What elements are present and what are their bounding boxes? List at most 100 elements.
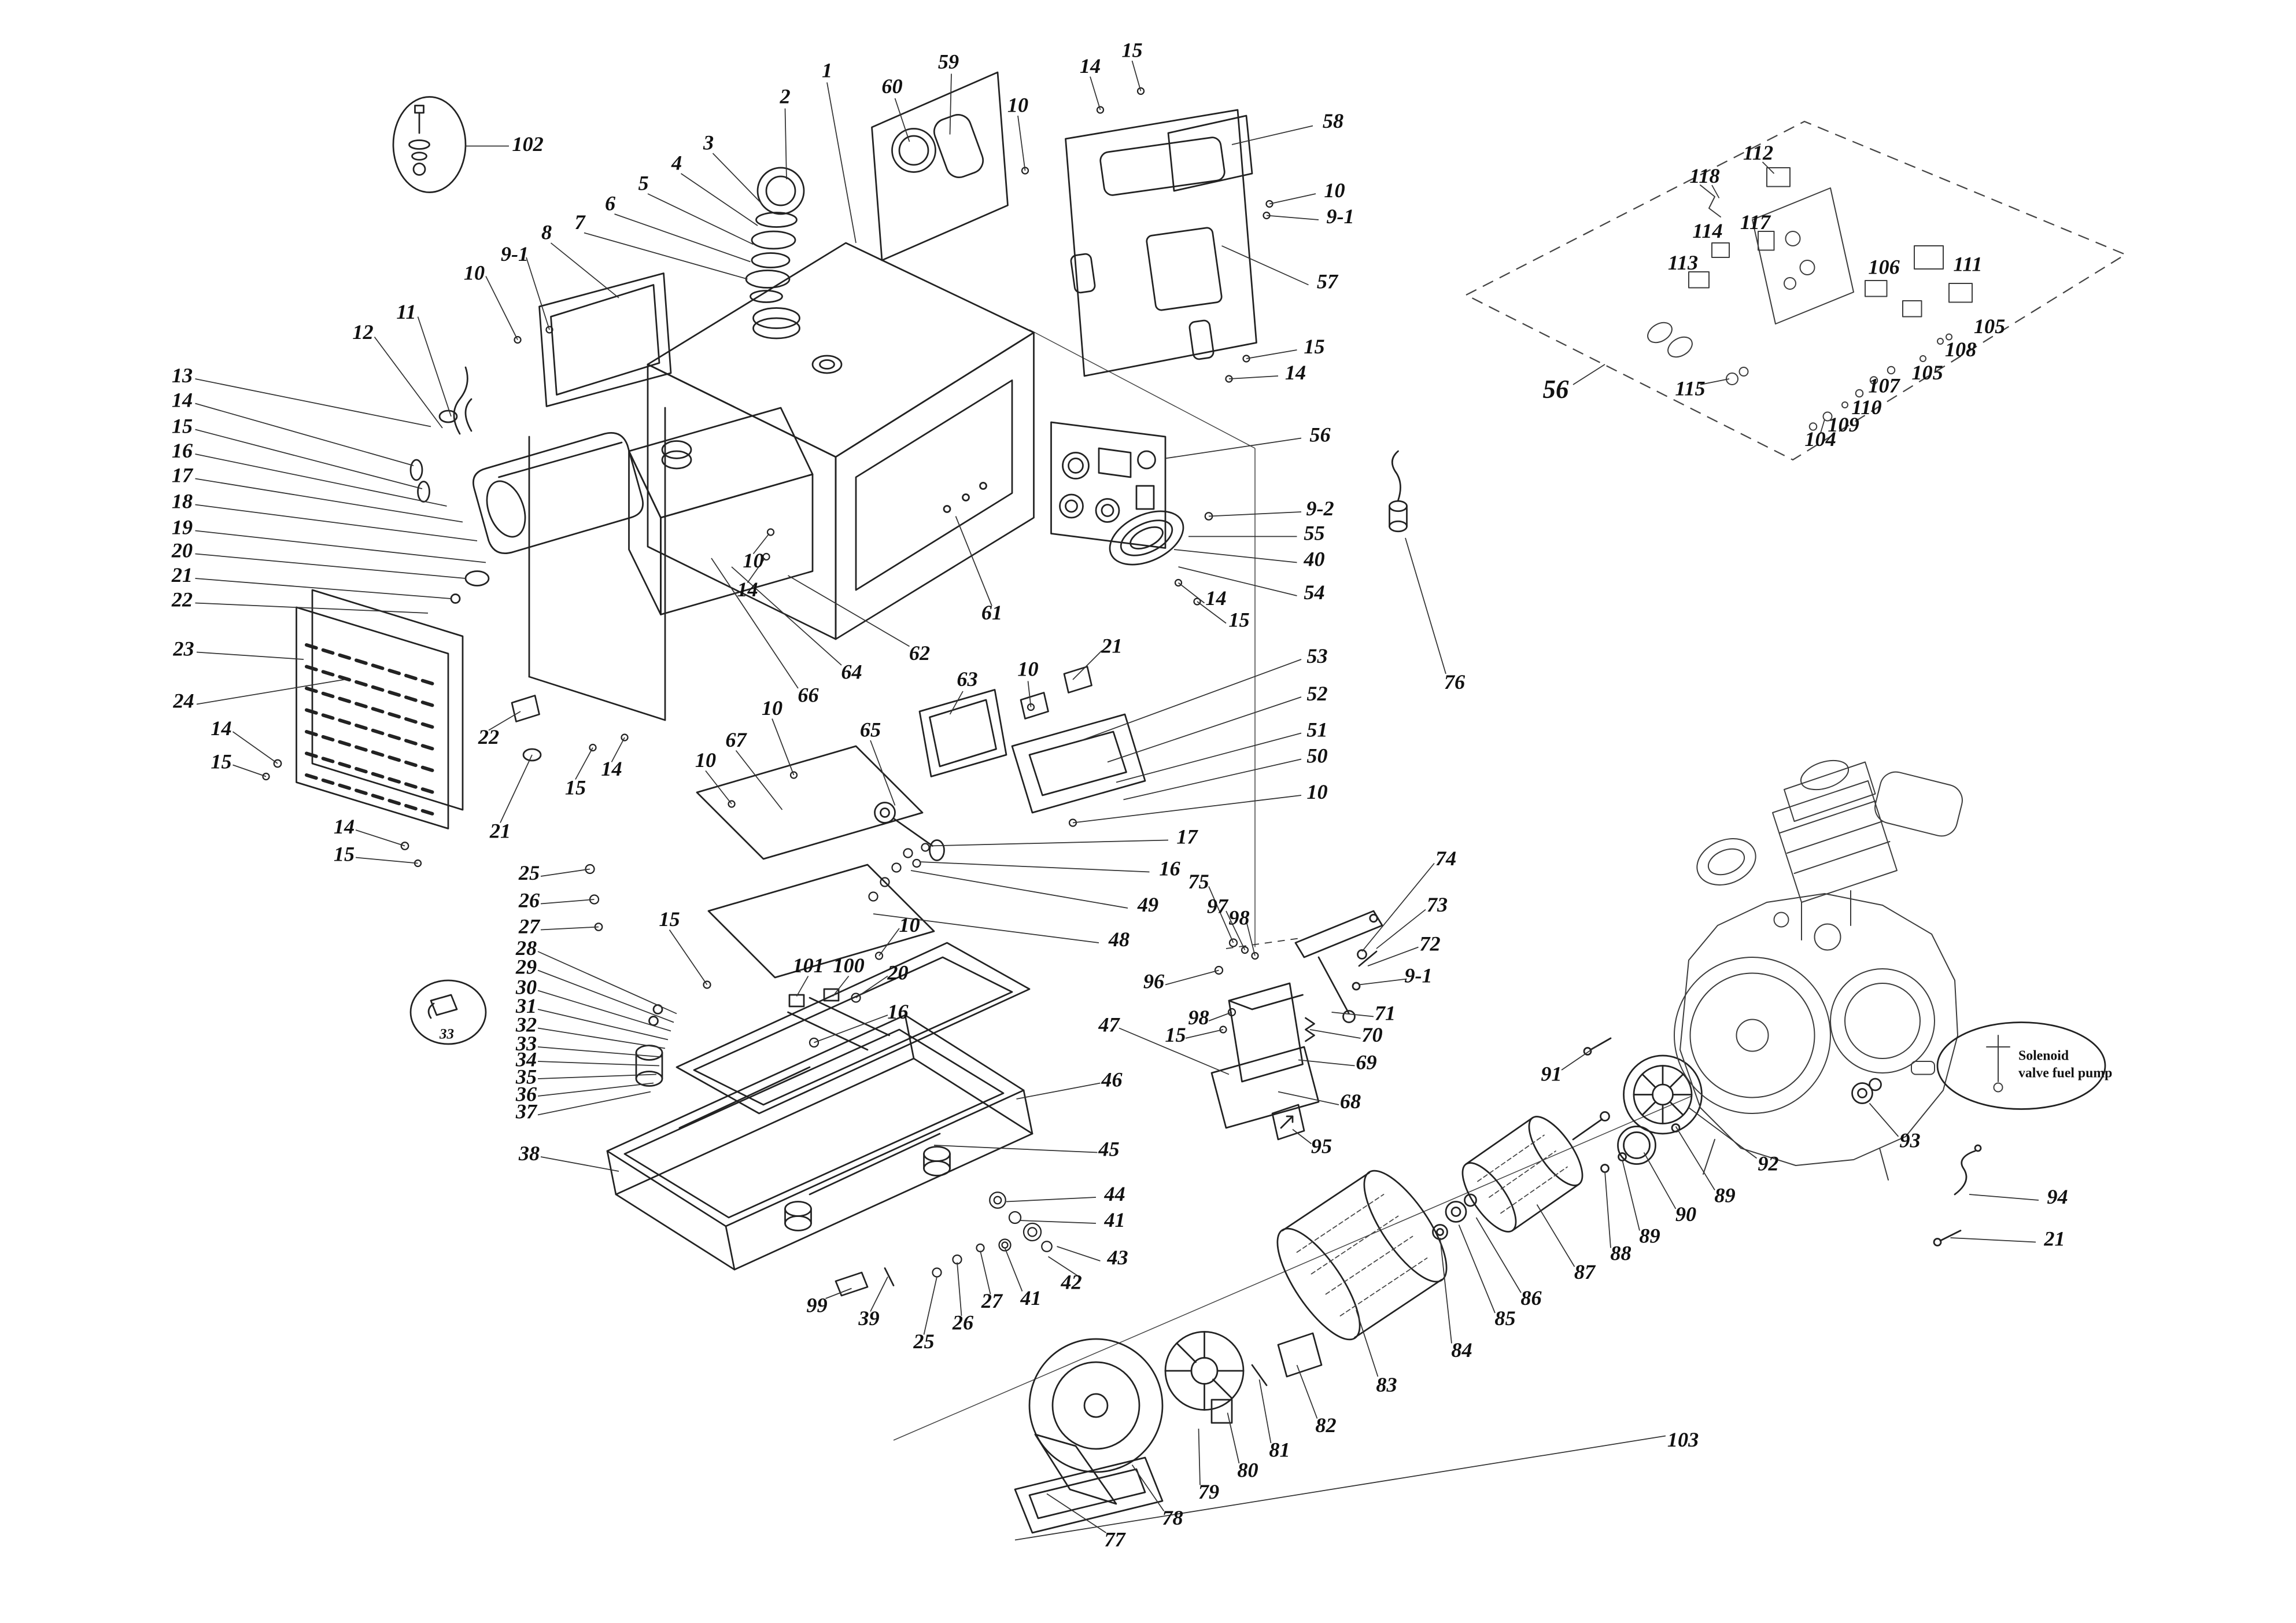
- rotor: [1432, 1111, 1610, 1240]
- part-label-6: 6: [605, 191, 616, 215]
- battery-box: [1210, 982, 1320, 1129]
- part-label-82: 82: [1315, 1414, 1336, 1437]
- part-label-89: 89: [1639, 1224, 1660, 1247]
- leader-line: [814, 1015, 888, 1043]
- part-label-103: 103: [1667, 1428, 1699, 1451]
- leader-line: [1622, 1159, 1640, 1231]
- leader-line: [537, 1091, 651, 1116]
- part-label-9-1: 9-1: [1404, 964, 1432, 987]
- leader-line: [1246, 349, 1297, 359]
- inner-air-box: [628, 407, 814, 615]
- part-label-15: 15: [1121, 38, 1142, 61]
- part-label-69: 69: [1356, 1050, 1376, 1074]
- leader-line: [1331, 1012, 1374, 1017]
- leader-line: [1225, 910, 1246, 950]
- part-label-105: 105: [1911, 361, 1943, 384]
- part-label-23: 23: [172, 637, 194, 660]
- leader-lines: [195, 60, 2039, 1541]
- leader-line: [1762, 161, 1775, 174]
- leader-line: [540, 899, 595, 905]
- part-label-107: 107: [1868, 374, 1900, 397]
- leader-line: [825, 1288, 852, 1299]
- part-label-71: 71: [1375, 1001, 1396, 1024]
- leader-line: [1016, 1082, 1101, 1100]
- leader-line: [735, 750, 783, 810]
- part-label-5: 5: [638, 171, 648, 194]
- part-label-16: 16: [172, 439, 193, 462]
- leader-line: [1177, 582, 1205, 604]
- leader-line: [1643, 1152, 1677, 1209]
- part-label-28: 28: [515, 936, 537, 960]
- part-label-10: 10: [464, 261, 485, 284]
- gauge-panel: [871, 71, 1009, 261]
- leader-line: [1869, 1102, 1899, 1137]
- leader-line: [1006, 1197, 1097, 1203]
- leader-line: [1246, 921, 1256, 956]
- part-label-58: 58: [1323, 109, 1343, 132]
- leader-line: [855, 975, 888, 998]
- solenoid-ellipse: [1936, 1021, 2106, 1110]
- leader-line: [526, 257, 550, 330]
- part-label-54: 54: [1304, 581, 1324, 604]
- leader-line: [1688, 1107, 1758, 1159]
- leader-line: [1185, 1029, 1224, 1039]
- leader-line: [195, 553, 466, 579]
- leader-line: [500, 754, 533, 823]
- leader-line: [1208, 886, 1234, 943]
- solenoid-note-line1: Solenoid: [2018, 1049, 2069, 1064]
- part-label-63: 63: [957, 667, 977, 691]
- base-frame: [606, 1014, 1033, 1297]
- part-label-53: 53: [1306, 644, 1327, 667]
- leader-line: [1292, 1128, 1312, 1145]
- lever-assembly: [1294, 910, 1383, 1042]
- leader-line: [949, 691, 964, 715]
- leader-line: [1131, 1465, 1165, 1511]
- leader-line: [1004, 1248, 1023, 1292]
- part-label-15: 15: [565, 776, 586, 799]
- leader-line: [196, 679, 345, 705]
- part-label-9-1: 9-1: [1326, 205, 1354, 228]
- part-label-40: 40: [1303, 547, 1324, 570]
- leader-line: [1017, 115, 1026, 171]
- blower-housing: [1014, 1338, 1164, 1534]
- part-label-91: 91: [1541, 1062, 1562, 1085]
- part-label-27: 27: [981, 1289, 1003, 1312]
- part-label-61: 61: [981, 601, 1002, 624]
- leader-line: [870, 740, 896, 806]
- part-label-14: 14: [1080, 54, 1101, 78]
- leader-line: [910, 870, 1128, 909]
- leader-line: [1072, 650, 1102, 680]
- leader-line: [1439, 1237, 1452, 1344]
- part-label-66: 66: [798, 683, 819, 706]
- leader-line: [1072, 795, 1302, 824]
- part-label-32: 32: [515, 1013, 537, 1036]
- part-label-114: 114: [1692, 219, 1722, 242]
- leader-line: [1475, 1217, 1522, 1293]
- leader-line: [537, 1082, 654, 1097]
- engine-drawing: [1673, 759, 1963, 1181]
- part-label-3: 3: [703, 131, 714, 154]
- part-label-26: 26: [518, 888, 540, 912]
- part-label-118: 118: [1689, 164, 1719, 187]
- muffler-assembly: [409, 366, 644, 762]
- part-label-24: 24: [172, 689, 194, 712]
- part-label-31: 31: [515, 994, 537, 1017]
- leader-line: [1019, 1220, 1097, 1224]
- leader-line: [772, 718, 795, 776]
- part-label-8: 8: [541, 220, 552, 244]
- part-label-52: 52: [1306, 682, 1327, 705]
- part-label-108: 108: [1945, 338, 1976, 361]
- part-label-60: 60: [881, 75, 902, 98]
- leader-line: [796, 976, 809, 997]
- part-label-21: 21: [171, 563, 193, 587]
- leader-line: [894, 98, 910, 142]
- leader-line: [1561, 1045, 1598, 1071]
- part-label-72: 72: [1419, 932, 1440, 955]
- leader-line: [1208, 511, 1302, 517]
- part-label-14: 14: [172, 388, 193, 411]
- leader-line: [832, 975, 850, 997]
- leader-line: [919, 861, 1150, 873]
- fuel-tank: [647, 242, 1035, 640]
- part-label-15: 15: [334, 842, 355, 865]
- leader-line: [537, 1046, 663, 1058]
